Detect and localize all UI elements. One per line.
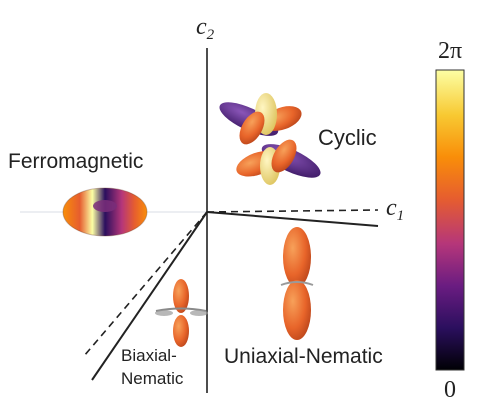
biaxial-nematic-label-line1: Biaxial-: [121, 346, 177, 365]
colorbar: 2π 0: [435, 38, 465, 403]
c1-dashed-line: [206, 209, 379, 213]
colorbar-min-label: 0: [444, 377, 456, 403]
uniaxial-nematic-orbital-icon: [280, 227, 314, 340]
biaxial-nematic-orbital-icon: [155, 279, 208, 347]
cyclic-label: Cyclic: [318, 125, 377, 150]
ferromagnetic-torus-icon: [62, 187, 148, 237]
colorbar-max-label: 2π: [438, 38, 462, 64]
c2-axis-label: c2: [196, 14, 215, 43]
ferromagnetic-label: Ferromagnetic: [8, 150, 143, 173]
axes: [83, 48, 379, 393]
cyclic-orbital-icon: [219, 93, 321, 185]
diagonal-axis-line: [91, 211, 208, 381]
uniaxial-nematic-label: Uniaxial-Nematic: [224, 345, 383, 368]
colorbar-gradient: [435, 69, 465, 371]
diagonal-dashed-line: [83, 211, 208, 357]
biaxial-nematic-label-line2: Nematic: [121, 369, 184, 388]
c1-axis-label: c1: [386, 195, 404, 224]
c1-axis-line: [206, 211, 379, 227]
